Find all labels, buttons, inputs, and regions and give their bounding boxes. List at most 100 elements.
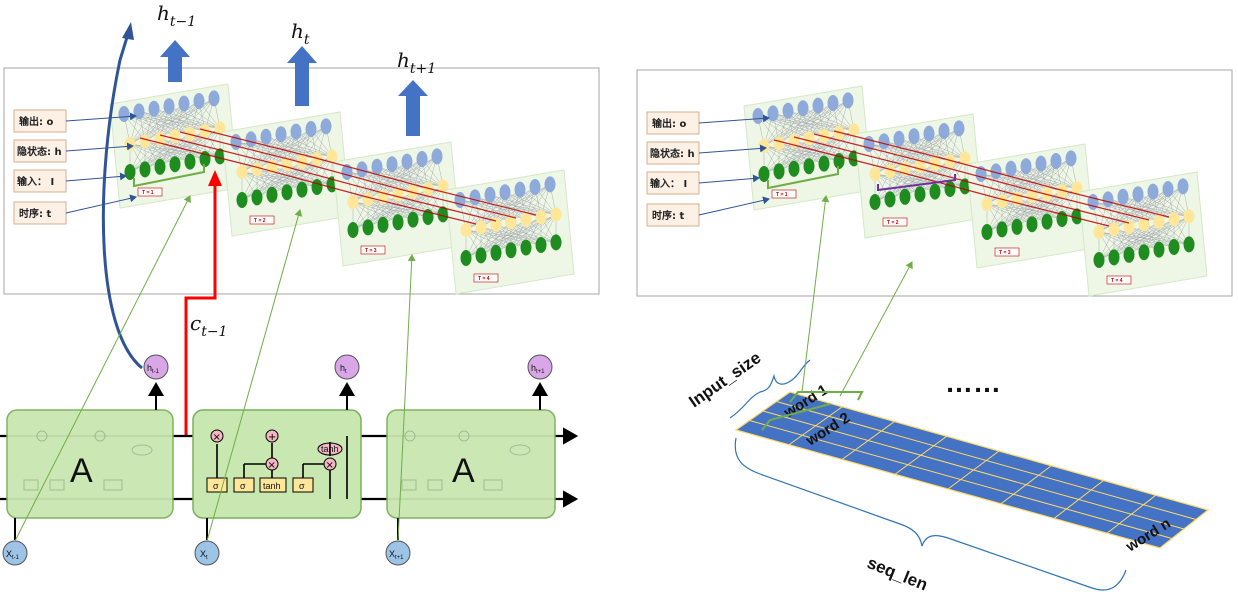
input-neuron [818, 155, 830, 172]
input-neuron [281, 184, 293, 201]
input-neuron [535, 237, 547, 253]
mapping-lines-left [14, 195, 416, 542]
h-cur-arrow [287, 46, 317, 106]
rnn-unrolled-left: T = 1 T = 2 T = 3 T = 4 [109, 83, 575, 295]
input-neuron [1093, 252, 1105, 268]
output-neuron [178, 95, 190, 112]
input-neuron [154, 158, 166, 175]
input-neuron [347, 222, 359, 238]
label-input: 输入： I [17, 175, 54, 188]
purple-bracket [877, 174, 956, 192]
output-neuron [1102, 191, 1114, 208]
lstm-cell-internals: × + × × tanh σ σ tanh σ [206, 429, 348, 499]
output-neuron [371, 158, 383, 175]
svg-text:×: × [213, 432, 221, 443]
time-tag-2: T = 2 [249, 215, 275, 225]
recurrent-link [179, 131, 293, 161]
rnn-step-2: T = 2 [854, 113, 984, 239]
rnn-step-4: T = 4 [445, 169, 575, 295]
hidden-neuron [422, 182, 434, 196]
input-neuron [139, 161, 151, 178]
output-neuron [290, 123, 302, 140]
input-neuron [899, 188, 911, 205]
svg-text:T = 4: T = 4 [1111, 278, 1123, 284]
input-neuron [981, 224, 993, 240]
hidden-neuron [236, 165, 248, 179]
svg-text:Xt: Xt [200, 549, 208, 561]
grid-row-line [776, 401, 1197, 520]
output-neuron [1162, 181, 1174, 197]
hidden-neuron [1056, 184, 1068, 198]
output-neuron [878, 133, 890, 150]
grid-row-line [762, 410, 1185, 530]
recurrent-link [422, 186, 537, 216]
hidden-neuron [347, 195, 359, 209]
svg-text:ht: ht [340, 363, 347, 375]
output-neuron [938, 123, 950, 139]
svg-text:隐状态: h: 隐状态: h [650, 147, 695, 160]
hidden-neuron [959, 151, 971, 166]
mapping-lines-right [801, 195, 913, 397]
label-hidden: 隐状态: h [17, 145, 62, 158]
input-neuron [407, 211, 419, 228]
svg-text:T = 3: T = 3 [365, 248, 377, 254]
hidden-neuron [1138, 217, 1150, 232]
output-neuron [469, 189, 481, 206]
sequence-grid [734, 391, 1210, 549]
time-tag-4: T = 4 [1106, 275, 1132, 285]
rnn-label-boxes-left: 输出: o 隐状态: h 输入： I 时序: t [13, 109, 137, 225]
input-neuron [1071, 208, 1083, 225]
recurrent-link [271, 162, 384, 194]
x-node-cur [194, 540, 220, 566]
input-neuron [251, 189, 263, 206]
input-neuron [311, 179, 323, 195]
output-neuron [908, 128, 920, 145]
seq-len-label: seq_len [865, 553, 931, 594]
time-tag-3: T = 3 [994, 247, 1020, 257]
input-neuron [803, 158, 815, 175]
h-output-arrows: ht−1 ht ht+1 [157, 1, 436, 136]
lstm-chain: A × + × × tanh σ σ tanh σ [0, 354, 579, 566]
time-tag-3: T = 3 [360, 245, 386, 255]
hidden-neuron [929, 156, 941, 171]
input-neuron [996, 221, 1008, 238]
svg-text:T = 1: T = 1 [776, 192, 788, 198]
input-size-label: Input_size [685, 348, 764, 411]
input-neuron [1041, 213, 1053, 230]
hidden-neuron [773, 136, 785, 151]
recurrent-link [1036, 191, 1150, 221]
recurrent-link [159, 134, 273, 164]
svg-text:ht+1: ht+1 [531, 363, 545, 375]
output-neuron [499, 184, 511, 201]
rnn-unrolled-right: T = 1 T = 2 T = 3 T = 4 [743, 85, 1208, 297]
step-1-bracket [133, 164, 205, 188]
c-prev-path [184, 182, 217, 436]
input-neuron [1168, 239, 1180, 255]
h-cur-label: ht [291, 19, 310, 48]
svg-text:×: × [326, 460, 334, 471]
hidden-neuron [869, 167, 881, 181]
svg-text:T = 1: T = 1 [142, 190, 154, 196]
recurrent-link [139, 137, 253, 167]
input-neuron [788, 160, 800, 177]
recurrent-link [251, 165, 364, 197]
input-neuron [758, 166, 770, 182]
input-neuron [392, 214, 404, 231]
hidden-neuron [1123, 219, 1135, 234]
hidden-neuron [535, 210, 547, 224]
c-prev-label: ct−1 [190, 311, 227, 340]
input-neuron [377, 216, 389, 233]
output-neuron [1050, 153, 1062, 169]
recurrent-link [924, 161, 1038, 193]
recurrent-link [311, 156, 424, 188]
svg-text:σ: σ [299, 481, 305, 491]
input-neuron [214, 148, 226, 165]
input-neuron [1138, 244, 1150, 261]
input-neuron [460, 250, 472, 266]
output-neuron [827, 95, 839, 111]
output-neuron [260, 128, 272, 145]
time-tag-1: T = 1 [771, 189, 797, 199]
hidden-neuron [1041, 186, 1053, 201]
input-neuron [914, 186, 926, 203]
output-neuron [1087, 194, 1099, 210]
